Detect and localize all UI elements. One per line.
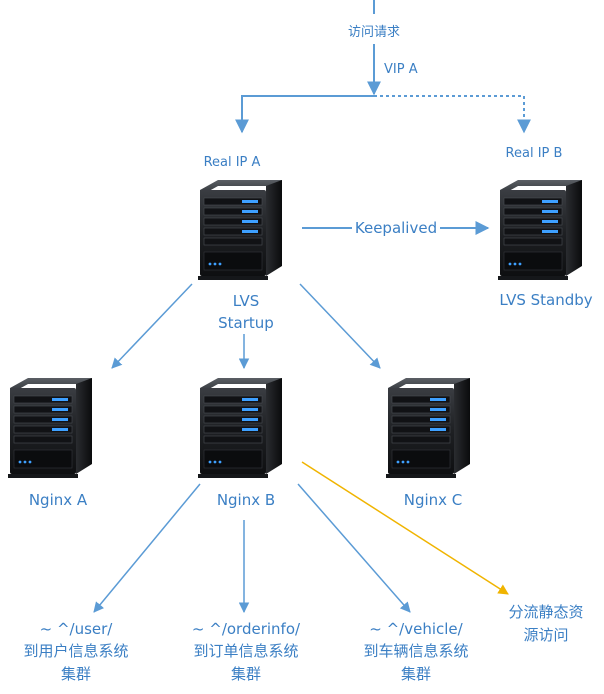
lvs-standby-label: LVS Standby (499, 291, 592, 309)
server-icon (497, 179, 583, 281)
route-order-path: ~ ^/orderinfo/ (192, 620, 301, 638)
lvs-to-nginx-a (111, 283, 193, 369)
route-order-target: 到订单信息系统 (193, 642, 298, 660)
route-vehicle-target: 到车辆信息系统 (363, 642, 468, 660)
static-resource-label-line2: 源访问 (523, 626, 568, 644)
branch-to-real-ip-b (374, 95, 531, 134)
server-icon (385, 377, 471, 479)
nginx-b-label: Nginx B (217, 491, 275, 509)
route-user-path: ~ ^/user/ (40, 620, 114, 638)
real-ip-b-label: Real IP B (506, 146, 563, 161)
server-icon (7, 377, 93, 479)
nginx-c-label: Nginx C (404, 491, 463, 509)
nginx-b-to-vehicle-cluster (297, 483, 411, 613)
route-vehicle-path: ~ ^/vehicle/ (369, 620, 463, 638)
keepalived-label: Keepalived (355, 219, 437, 237)
route-user-suffix: 集群 (61, 665, 91, 683)
real-ip-a-label: Real IP A (204, 155, 261, 170)
vip-label: VIP A (384, 62, 418, 77)
static-resource-label-line1: 分流静态资 (508, 603, 583, 621)
lvs-startup-label-line2: Startup (218, 314, 274, 332)
request-label: 访问请求 (348, 25, 400, 40)
nginx-a-label: Nginx A (29, 491, 88, 509)
nginx-b-to-user-cluster (93, 483, 201, 613)
route-vehicle-suffix: 集群 (401, 665, 431, 683)
server-icon (197, 377, 283, 479)
nginx-b-to-static (301, 461, 509, 595)
lvs-to-nginx-c (299, 283, 381, 369)
server-icon (197, 179, 283, 281)
branch-to-real-ip-a (235, 95, 374, 134)
route-user-target: 到用户信息系统 (23, 642, 128, 660)
connectors (93, 0, 531, 614)
lvs-startup-label-line1: LVS (233, 292, 260, 310)
route-order-suffix: 集群 (231, 665, 261, 683)
